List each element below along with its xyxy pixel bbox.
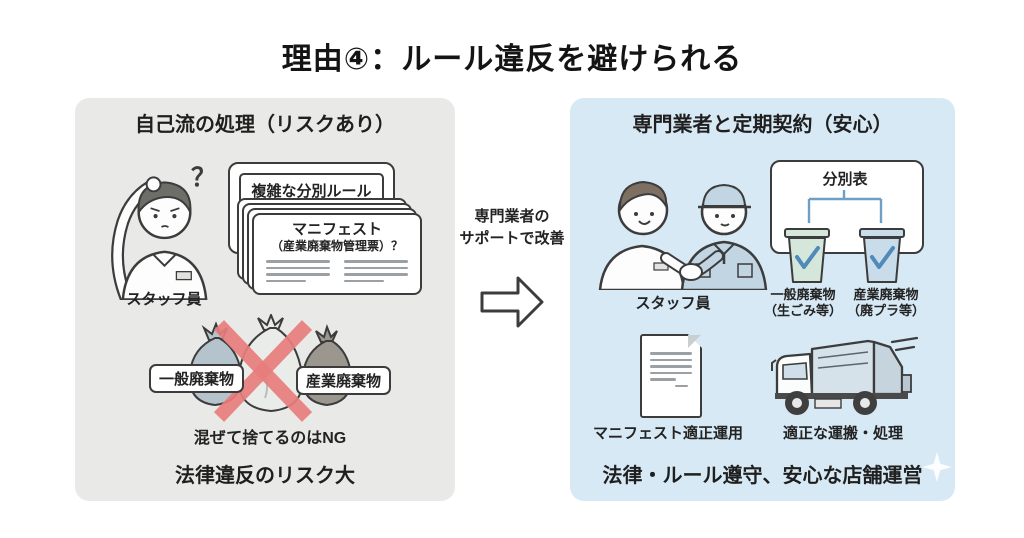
bracket-connector <box>807 190 883 223</box>
document-lines <box>650 352 692 387</box>
truck-label: 適正な運搬・処理 <box>782 425 903 442</box>
right-panel: 専門業者と定期契約（安心） スタッフ員 <box>570 98 955 501</box>
left-panel: 自己流の処理（リスクあり） ？ スタッフ員 複雑な分別ルール <box>75 98 455 501</box>
manifest-label: マニフェスト適正運用 <box>592 425 743 442</box>
left-panel-header: 自己流の処理（リスクあり） <box>135 114 395 136</box>
right-arrow-icon <box>480 276 544 328</box>
transition-caption-line2: サポートで改善 <box>459 229 565 247</box>
manifest-card-subtitle: （産業廃棄物管理票）？ <box>270 239 403 253</box>
bin-general-label: 一般廃棄物 （生ごみ等） <box>764 287 843 318</box>
staff-label: スタッフ員 <box>635 295 711 312</box>
question-mark: ？ <box>191 164 217 192</box>
sorting-table-title: 分別表 <box>822 171 868 188</box>
transition-caption: 専門業者の サポートで改善 <box>443 206 581 250</box>
bin-industrial-label: 産業廃棄物 （廃プラ等） <box>847 287 926 318</box>
right-panel-header: 専門業者と定期契約（安心） <box>632 114 893 136</box>
ng-caption: 混ぜて捨てるのはNG <box>193 430 347 447</box>
manifest-document-icon <box>640 334 702 418</box>
handshake-icon <box>598 180 768 290</box>
staff-label: スタッフ員 <box>126 291 202 308</box>
confused-staff-icon <box>111 176 208 300</box>
manifest-card-title: マニフェスト <box>291 221 382 238</box>
manifest-card: マニフェスト （産業廃棄物管理票）？ <box>252 213 422 295</box>
prohibition-x-icon <box>213 320 313 422</box>
bin-industrial-icon <box>859 228 905 283</box>
manifest-card-lines <box>266 260 408 286</box>
bag-industrial-label: 産業廃棄物 <box>296 366 392 395</box>
right-panel-footer: 法律・ルール遵守、安心な店舗運営 <box>602 465 923 487</box>
bin-general-icon <box>784 228 830 283</box>
page-title: 理由④：ルール違反を避けられる <box>281 43 743 76</box>
garbage-truck-icon <box>771 336 919 415</box>
document-fold-shade <box>688 335 701 348</box>
bag-general-label: 一般廃棄物 <box>149 364 245 393</box>
left-panel-footer: 法律違反のリスク大 <box>175 465 355 487</box>
transition-caption-line1: 専門業者の <box>474 208 550 225</box>
